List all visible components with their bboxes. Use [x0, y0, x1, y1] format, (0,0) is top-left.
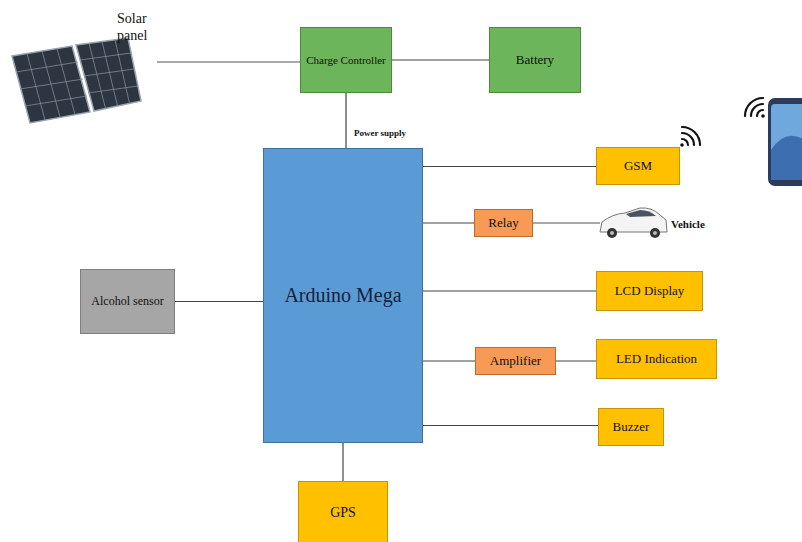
controller-box: Charge Controller [300, 27, 392, 93]
module-box: LED Indication [596, 339, 717, 379]
sensor-box: Alcohol sensor [80, 269, 175, 334]
node-text: Charge Controller [306, 54, 386, 67]
relay-box: Relay [474, 209, 533, 237]
node-text: Battery [516, 53, 554, 68]
connector-line [342, 443, 343, 481]
node-text: LCD Display [615, 284, 685, 299]
microcontroller-box: Arduino Mega [263, 148, 423, 443]
module-box: GPS [298, 481, 388, 542]
module-box: GSM [596, 147, 680, 185]
power-wire [157, 61, 300, 62]
wireless-symbol [745, 98, 765, 118]
battery-box: Battery [489, 27, 581, 93]
solar-panel-icon [12, 38, 141, 123]
node-text: Alcohol sensor [91, 295, 163, 309]
connector-line [423, 360, 475, 361]
amplifier-box: Amplifier [475, 347, 556, 375]
connector-line [423, 166, 596, 167]
car-icon [600, 208, 667, 238]
node-text: GPS [330, 505, 356, 521]
module-box: Buzzer [598, 408, 664, 446]
connector-line [423, 290, 596, 291]
node-text: Amplifier [490, 354, 541, 369]
connector-line [423, 425, 598, 426]
node-text: GSM [624, 159, 652, 174]
node-text: Buzzer [613, 420, 650, 435]
connector-line [423, 222, 474, 223]
connector-line [392, 59, 489, 60]
connector-line [556, 360, 596, 361]
edge-label: Power supply [354, 128, 406, 138]
module-box: LCD Display [596, 271, 703, 311]
wireless-symbol [680, 127, 700, 147]
connector-line [175, 301, 263, 302]
node-text: Relay [488, 216, 518, 231]
node-text: LED Indication [616, 352, 697, 367]
node-text: Arduino Mega [284, 284, 401, 307]
relay-wire [533, 222, 600, 223]
connector-line [345, 93, 346, 148]
phone-icon [768, 98, 802, 186]
part-name: Vehicle [671, 218, 731, 231]
part-name: Solar panel [117, 11, 163, 45]
